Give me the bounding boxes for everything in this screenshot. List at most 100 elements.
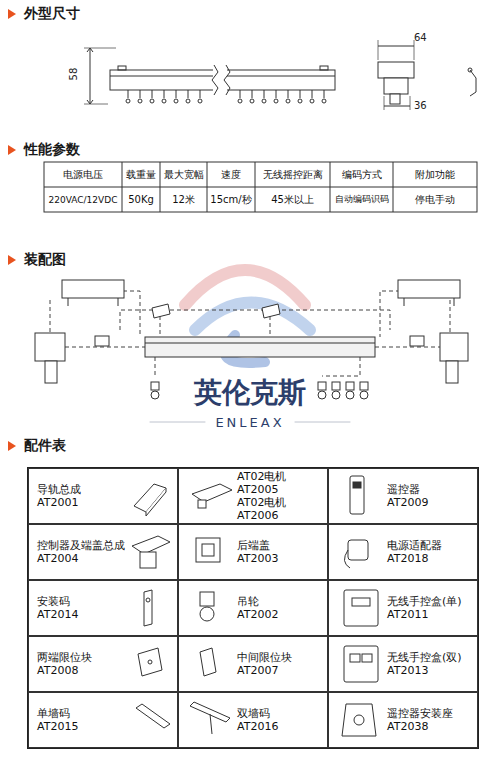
part-name: 安装码 [37, 595, 133, 608]
part-cell: 安装码AT2014 [28, 580, 178, 636]
part-name: 吊轮 [237, 595, 325, 608]
part-name: 无线手控盒(单) [387, 595, 475, 608]
assembly-drawing [145, 343, 375, 344]
spec-table-grid [393, 162, 394, 212]
label-text: 220VAC/12VDC [49, 195, 118, 205]
hanger [298, 90, 302, 103]
section-markers [8, 441, 16, 451]
assembly-drawing [35, 333, 65, 361]
hanger [310, 99, 314, 103]
part-cell: AT02电机 AT2005AT02电机 AT2006 [178, 468, 328, 524]
part-text: 控制器及端盖总成AT2004 [37, 525, 133, 579]
part-cell: 电源适配器AT2018 [328, 524, 478, 580]
table-cell: 停电手动 [393, 187, 477, 212]
hanger [250, 99, 254, 103]
end-stop-icon [138, 648, 162, 676]
part-text: 电源适配器AT2018 [387, 525, 475, 579]
holder-icon [342, 704, 376, 736]
part-name: 两端限位块 [37, 651, 133, 664]
label-text: 配件表 [24, 437, 66, 455]
end-stop-icon [148, 660, 152, 664]
track-outline-drawing [118, 66, 126, 70]
part-text: 两端限位块AT2008 [37, 637, 133, 691]
pulley-icon [200, 607, 214, 621]
assembly-drawing [50, 291, 450, 378]
section-heading: 配件表 [24, 436, 144, 456]
table-cell: 50Kg [122, 187, 160, 212]
rail-icon [134, 484, 166, 516]
label-text: 性能参数 [24, 141, 80, 159]
watermark: ENLEAX [200, 414, 300, 430]
part-text: 无线手控盒(双)AT2013 [387, 637, 475, 691]
remote-icon [353, 482, 361, 488]
part-cell: 遥控器AT2009 [328, 468, 478, 524]
spec-table-grid [44, 162, 477, 212]
handset-icon [344, 590, 378, 626]
pulley [318, 391, 326, 399]
part-code: AT2013 [387, 664, 475, 677]
part-name: 单墙码 [37, 707, 133, 720]
table-cell: 自动编码识码 [330, 187, 393, 212]
track-outline-drawing [87, 48, 93, 104]
part-code: AT2003 [237, 552, 325, 565]
part-code: AT02电机 AT2006 [237, 496, 325, 522]
handset-icon [350, 654, 360, 662]
hanger [150, 90, 154, 103]
track-outline-drawing [378, 62, 414, 78]
label-text: 附加功能 [415, 168, 455, 182]
label-text: 载重量 [126, 168, 156, 182]
controller-icon [132, 536, 170, 554]
wall-bracket-icon [190, 702, 230, 734]
hanger [188, 90, 189, 98]
pulley [151, 391, 159, 399]
part-text: 遥控器AT2009 [387, 469, 475, 523]
hanger [310, 90, 314, 103]
handset-icon [344, 646, 378, 682]
spec-table-grid [207, 162, 208, 212]
end-cap-icon [196, 538, 220, 562]
hanger [174, 99, 178, 103]
bracket-icon [146, 598, 150, 602]
part-text: 导轨总成AT2001 [37, 469, 133, 523]
label-text: 停电手动 [415, 193, 455, 207]
part-text: 中间限位块AT2007 [237, 637, 325, 691]
table-cell: 45米以上 [255, 187, 330, 212]
hanger [198, 99, 202, 103]
part-text: 吊轮AT2002 [237, 581, 325, 635]
spec-table-grid [160, 162, 161, 212]
track-outline-drawing [390, 94, 400, 104]
hanger [252, 90, 253, 98]
hanger [138, 99, 142, 103]
assembly-drawing [50, 300, 51, 333]
hanger [286, 90, 290, 103]
hanger [176, 90, 177, 98]
assembly-drawing [62, 280, 124, 298]
assembly-drawing [322, 357, 360, 376]
track-outline-drawing [126, 90, 326, 103]
hanger [274, 99, 278, 103]
pulley [332, 382, 340, 399]
motor-icon [192, 484, 232, 502]
adapter-icon [344, 540, 368, 568]
part-code: AT2014 [37, 608, 133, 621]
label-text: 最大宽幅 [164, 168, 204, 182]
part-name: 中间限位块 [237, 651, 325, 664]
handset-icon [352, 598, 370, 606]
hanger [162, 99, 166, 103]
part-name: 后端盖 [237, 539, 325, 552]
track-outline-drawing [320, 66, 328, 70]
assembly-drawing [68, 298, 118, 306]
pulley [151, 382, 159, 390]
part-code: AT2007 [237, 664, 325, 677]
dimension: 58 [63, 59, 83, 89]
part-code: AT2015 [37, 720, 133, 733]
rail-icon [146, 488, 166, 516]
handset-icon [344, 590, 378, 626]
dimension: 36 [414, 98, 444, 112]
part-text: 单墙码AT2015 [37, 693, 133, 747]
section-markers [8, 9, 16, 451]
part-text: 后端盖AT2003 [237, 525, 325, 579]
hanger [126, 90, 130, 103]
spec-table-grid [122, 162, 123, 212]
adapter-icon [344, 550, 350, 568]
